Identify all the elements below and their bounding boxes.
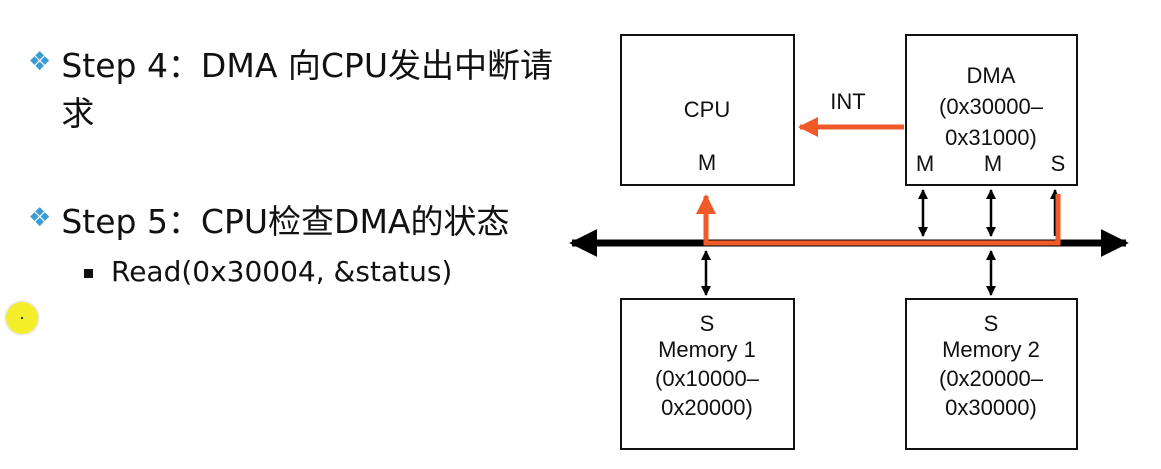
dma-port-m2: M [984, 151, 1002, 176]
memory2-port-s: S [984, 311, 999, 336]
memory2-box [905, 298, 1078, 450]
dma-range-end: 0x31000) [945, 125, 1037, 150]
sub-bullet-read: Read(0x30004, &status) [84, 255, 452, 288]
memory1-port-s: S [700, 311, 715, 336]
dma-port-m1: M [916, 151, 934, 176]
sub-bullet-read-text: Read(0x30004, &status) [111, 255, 453, 288]
bullet-step-4-line1: Step 4：DMA 向CPU发出中断请 [61, 46, 553, 85]
cpu-label: CPU [684, 97, 730, 122]
dma-port-s: S [1051, 151, 1066, 176]
square-bullet-icon [84, 269, 93, 278]
bullet-step-4-line2: 求 [61, 94, 95, 133]
bullet-step-4-text: Step 4：DMA 向CPU发出中断请 求 [61, 42, 589, 138]
dma-range-start: (0x30000– [939, 94, 1044, 119]
memory2-label: Memory 2 [942, 337, 1040, 362]
bullet-step-5: ❖ Step 5：CPU检查DMA的状态 [28, 198, 510, 246]
cpu-port-m: M [698, 150, 716, 175]
bullet-step-5-text: Step 5：CPU检查DMA的状态 [61, 202, 510, 241]
diamond-bullet-icon: ❖ [28, 203, 52, 233]
diamond-bullet-icon: ❖ [28, 47, 52, 77]
memory1-range-start: (0x10000– [655, 366, 760, 391]
memory1-range-end: 0x20000) [661, 395, 753, 420]
dma-label: DMA [967, 63, 1016, 88]
cpu-box [620, 34, 795, 186]
bullet-step-4: ❖ Step 4：DMA 向CPU发出中断请 求 [28, 42, 589, 138]
memory1-box [620, 298, 795, 450]
memory2-range-end: 0x30000) [945, 395, 1037, 420]
memory1-label: Memory 1 [658, 337, 756, 362]
memory2-range-start: (0x20000– [939, 366, 1044, 391]
int-label: INT [830, 89, 865, 114]
dma-box [905, 34, 1078, 186]
pointer-highlight-dot [6, 302, 38, 334]
highlight-read-path [696, 194, 1061, 246]
